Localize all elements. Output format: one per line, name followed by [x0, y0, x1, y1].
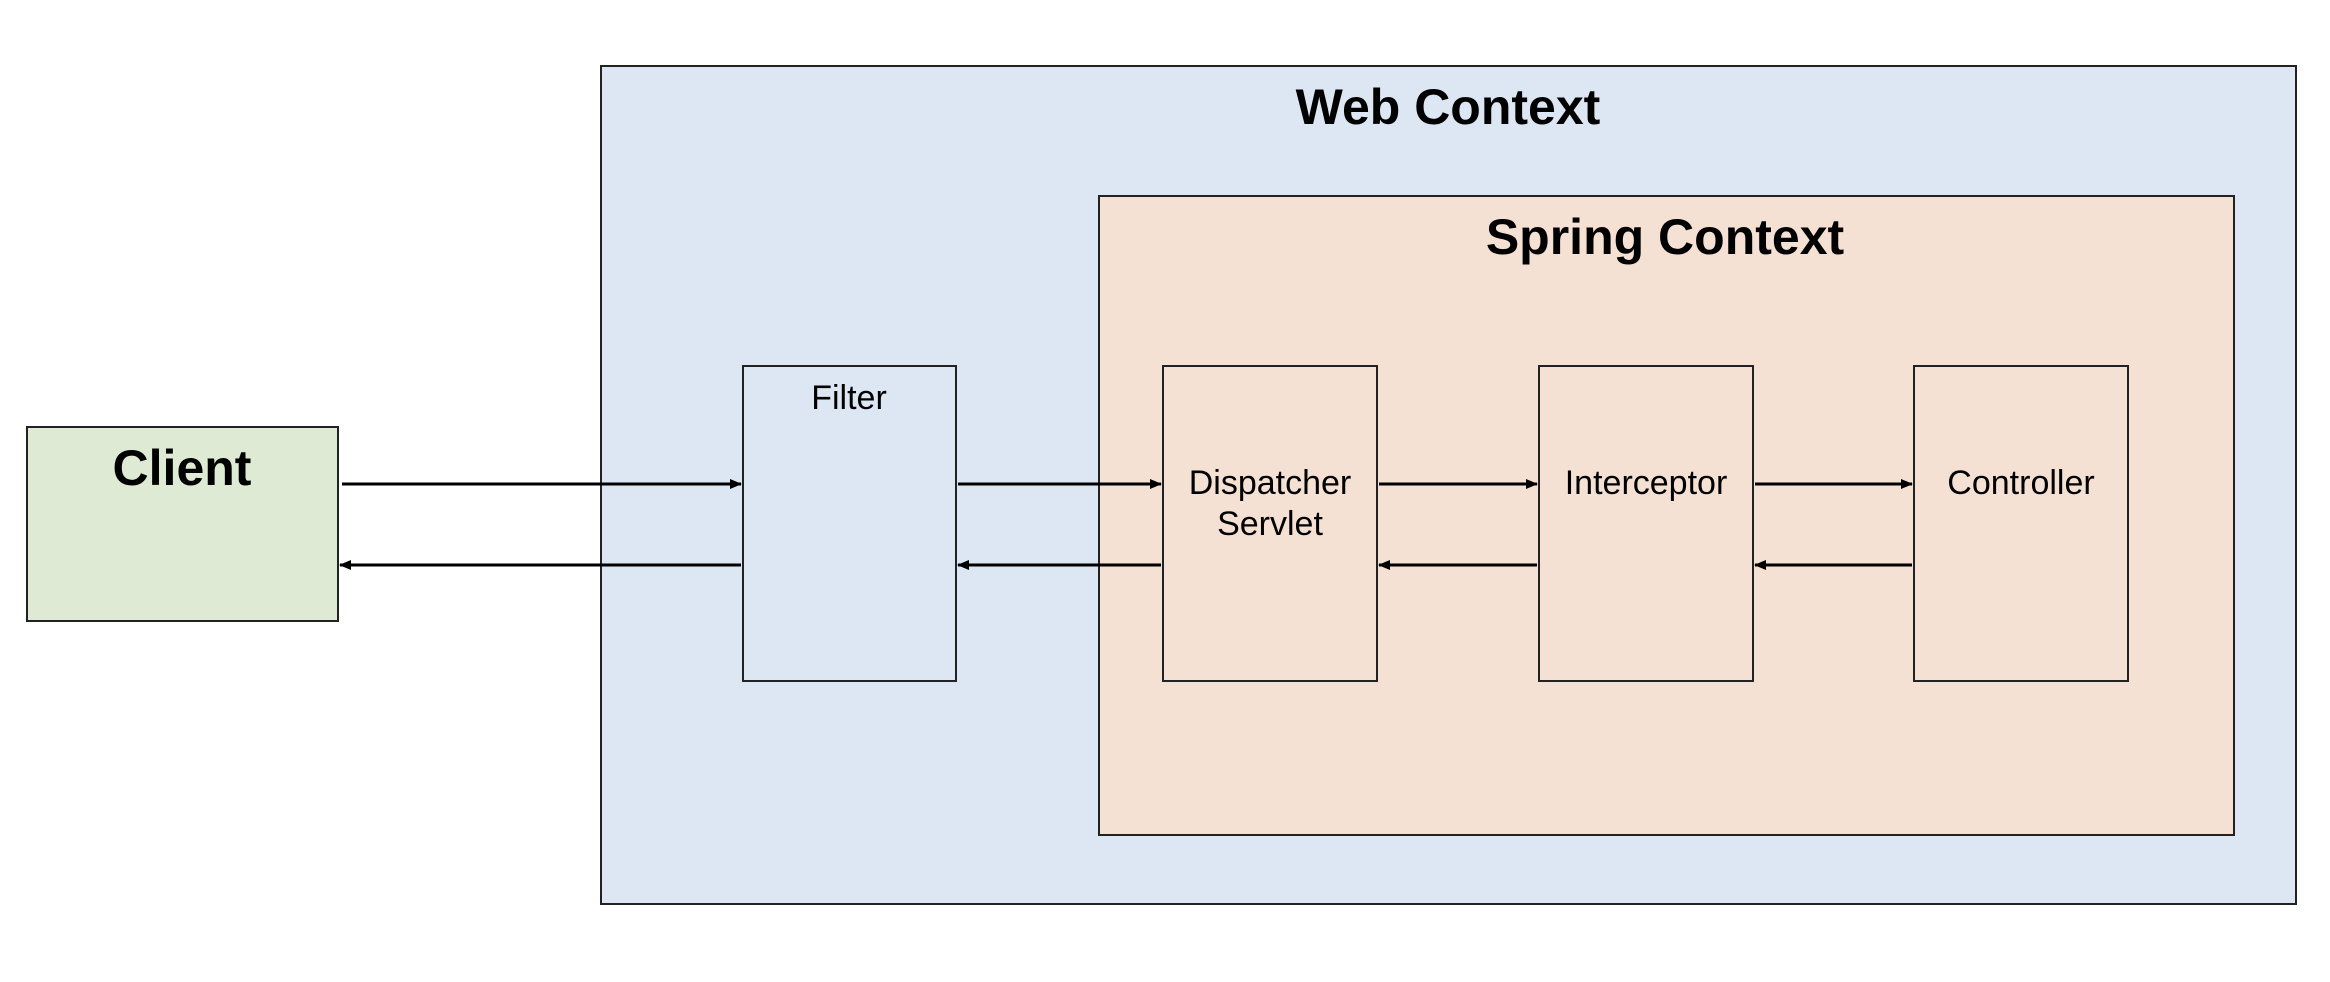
dispatcher-servlet-box [1162, 365, 1378, 682]
web-context-title: Web Context [1296, 79, 1601, 135]
interceptor-box [1538, 365, 1754, 682]
client-box [26, 426, 339, 622]
spring-context-title: Spring Context [1486, 209, 1845, 265]
client-label: Client [113, 440, 252, 496]
filter-label: Filter [811, 379, 887, 417]
dispatcher-servlet-label-line2: Servlet [1217, 505, 1323, 543]
controller-box [1913, 365, 2129, 682]
dispatcher-servlet-label-line1: Dispatcher [1189, 464, 1352, 502]
filter-box [742, 365, 957, 682]
interceptor-label: Interceptor [1565, 464, 1728, 502]
controller-label: Controller [1947, 464, 2094, 502]
